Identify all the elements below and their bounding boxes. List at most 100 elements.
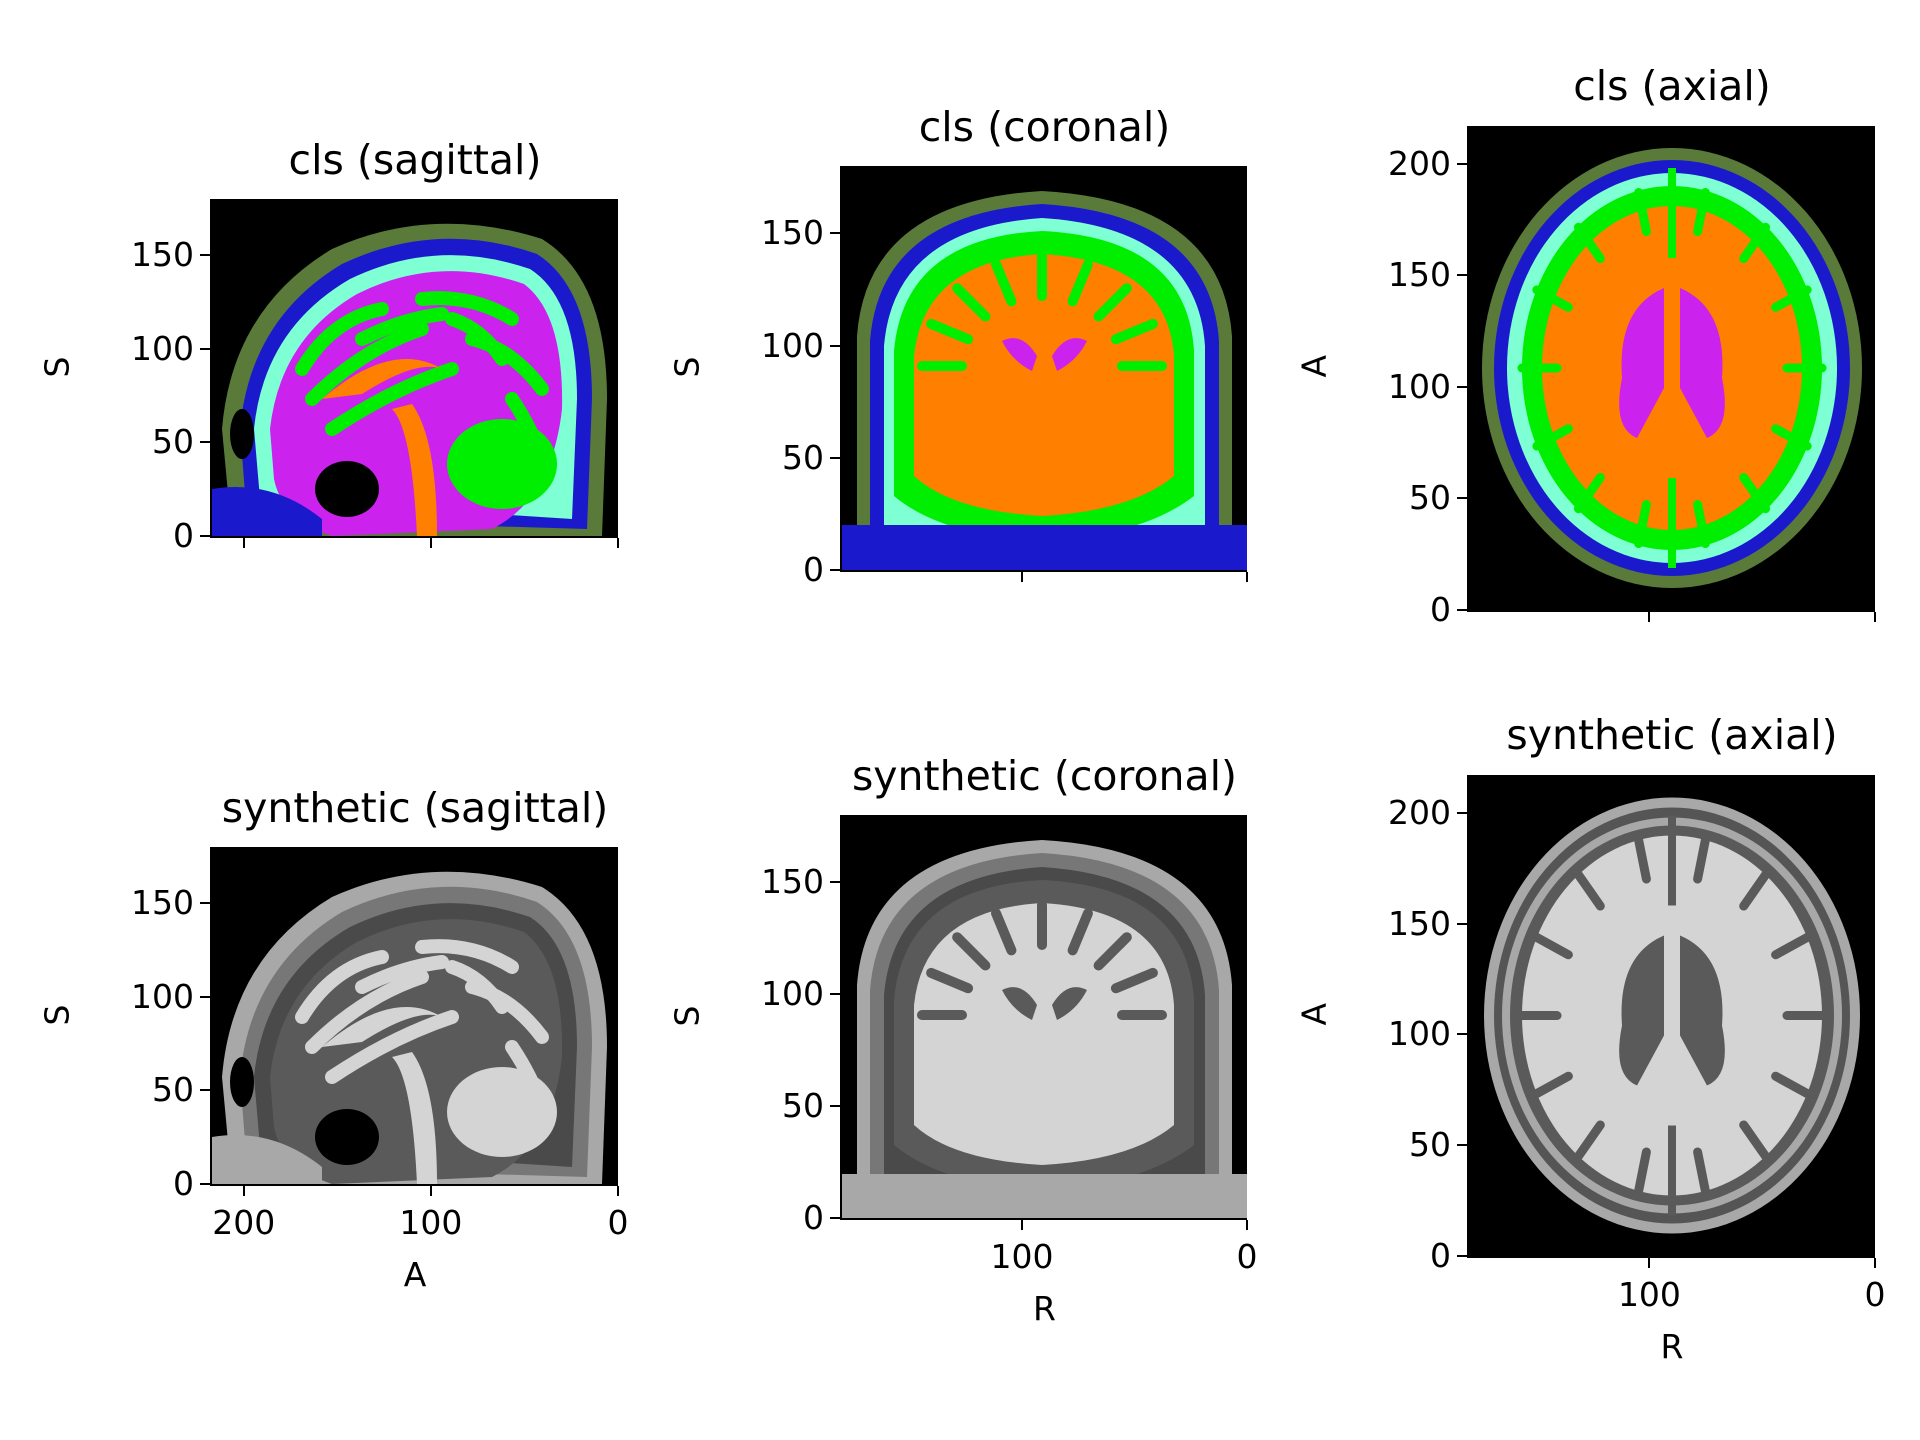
gyrus-1	[305, 322, 429, 406]
x-axis-line	[210, 1184, 618, 1186]
y-tick	[1457, 162, 1467, 165]
right-ventricle	[1052, 987, 1087, 1020]
x-tick	[617, 1186, 619, 1196]
slice-drawing	[842, 840, 1247, 1218]
y-tick-label: 0	[173, 1164, 194, 1203]
y-axis-label: S	[667, 1005, 707, 1026]
y-tick-label: 50	[152, 422, 194, 462]
x-tick	[1874, 1258, 1876, 1268]
brain-slice-image	[212, 847, 618, 1184]
gyrus-6	[355, 955, 449, 994]
x-tick-label: 100	[399, 1203, 463, 1242]
face-region	[212, 1135, 322, 1184]
x-axis-line	[210, 536, 618, 538]
sulcus-1	[926, 318, 974, 345]
y-tick-label: 50	[1409, 478, 1451, 518]
y-tick-label: 0	[1430, 590, 1451, 629]
y-tick	[200, 902, 210, 905]
axial-sulcus-4	[1634, 499, 1651, 548]
brainstem	[392, 1052, 437, 1184]
sulcus-7	[1110, 318, 1158, 345]
x-tick	[242, 538, 245, 548]
y-axis-line	[840, 166, 842, 570]
gyrus-2	[325, 362, 459, 436]
y-tick-label: 200	[1388, 792, 1451, 832]
x-axis-label: R	[1660, 1327, 1684, 1366]
brain-slice-image	[1469, 126, 1875, 610]
left-lateral-ventricle	[1619, 935, 1664, 1086]
sulcus-6	[1093, 932, 1132, 971]
x-tick-label: 200	[212, 1203, 276, 1242]
gyrus-2	[325, 1010, 459, 1084]
x-tick	[1648, 612, 1651, 622]
y-tick	[200, 441, 210, 444]
y-tick	[1457, 385, 1467, 388]
panel-title: cls (axial)	[1573, 62, 1771, 110]
y-tick-label: 150	[1388, 903, 1451, 943]
x-tick-label: 0	[1236, 1237, 1258, 1276]
slice-drawing	[1484, 797, 1860, 1234]
x-tick-label: 0	[607, 1203, 629, 1242]
y-tick-label: 0	[803, 1198, 824, 1237]
axial-sulcus-11	[1693, 835, 1710, 884]
right-ventricle	[1052, 338, 1087, 371]
y-tick-label: 150	[1388, 255, 1451, 295]
gyrus-0	[295, 302, 389, 376]
y-tick	[1457, 497, 1467, 500]
y-tick-label: 0	[173, 516, 194, 555]
axial-sulcus-6	[1532, 1071, 1573, 1099]
brain-wm	[914, 254, 1174, 516]
x-axis-line	[840, 1218, 1247, 1220]
brain-slice-image	[842, 815, 1247, 1218]
y-tick-label: 50	[782, 437, 824, 477]
axial-sulcus-2	[1739, 1120, 1771, 1161]
axial-sulcus-2	[1739, 472, 1771, 514]
left-ventricle	[1002, 338, 1037, 371]
y-tick	[830, 1105, 840, 1108]
y-tick-label: 150	[131, 235, 194, 275]
axial-sulcus-10	[1634, 835, 1651, 884]
axial-sulcus-12	[1739, 870, 1771, 911]
y-axis-label: S	[37, 356, 77, 377]
brainstem	[392, 404, 437, 536]
panel-title: cls (coronal)	[918, 103, 1171, 151]
gyrus-0	[295, 950, 389, 1024]
slice-drawing	[842, 191, 1247, 570]
sulcus-3	[991, 908, 1017, 956]
x-tick-label: 100	[990, 1237, 1054, 1276]
x-axis-line	[1467, 1256, 1875, 1258]
y-axis-line	[210, 199, 212, 536]
axial-sulcus-9	[1573, 222, 1605, 264]
slice-drawing	[212, 871, 607, 1184]
x-tick	[1246, 572, 1248, 582]
x-axis-label: A	[403, 1255, 427, 1294]
axial-sulcus-4	[1634, 1147, 1651, 1196]
sulcus-5	[1067, 908, 1093, 956]
brain-slice-image	[1469, 775, 1875, 1256]
cerebellum	[447, 1067, 557, 1157]
y-tick-label: 100	[761, 974, 824, 1014]
axial-sulcus-13	[1771, 932, 1812, 960]
gyrus-6	[355, 307, 449, 346]
lower-band	[842, 1174, 1247, 1218]
axial-sulcus-5	[1573, 472, 1605, 514]
y-tick	[1457, 922, 1467, 925]
y-tick	[830, 232, 840, 235]
face-region	[212, 487, 322, 536]
brain-wm	[914, 903, 1174, 1165]
x-tick	[1246, 1220, 1248, 1230]
y-tick-label: 0	[803, 550, 824, 589]
y-tick	[830, 993, 840, 996]
orbit-cavity	[230, 409, 254, 459]
x-tick	[1021, 1220, 1023, 1230]
y-tick	[1457, 1144, 1467, 1147]
gyrus-1	[305, 970, 429, 1054]
axial-sulcus-3	[1693, 1147, 1710, 1196]
axial-sulcus-1	[1771, 1071, 1812, 1099]
axial-sulcus-9	[1573, 870, 1605, 911]
axial-sulcus-1	[1771, 424, 1812, 451]
right-lateral-ventricle	[1680, 288, 1725, 438]
sulcus-3	[991, 259, 1017, 307]
axial-sulcus-8	[1532, 285, 1573, 312]
axial-sulcus-6	[1532, 424, 1573, 451]
